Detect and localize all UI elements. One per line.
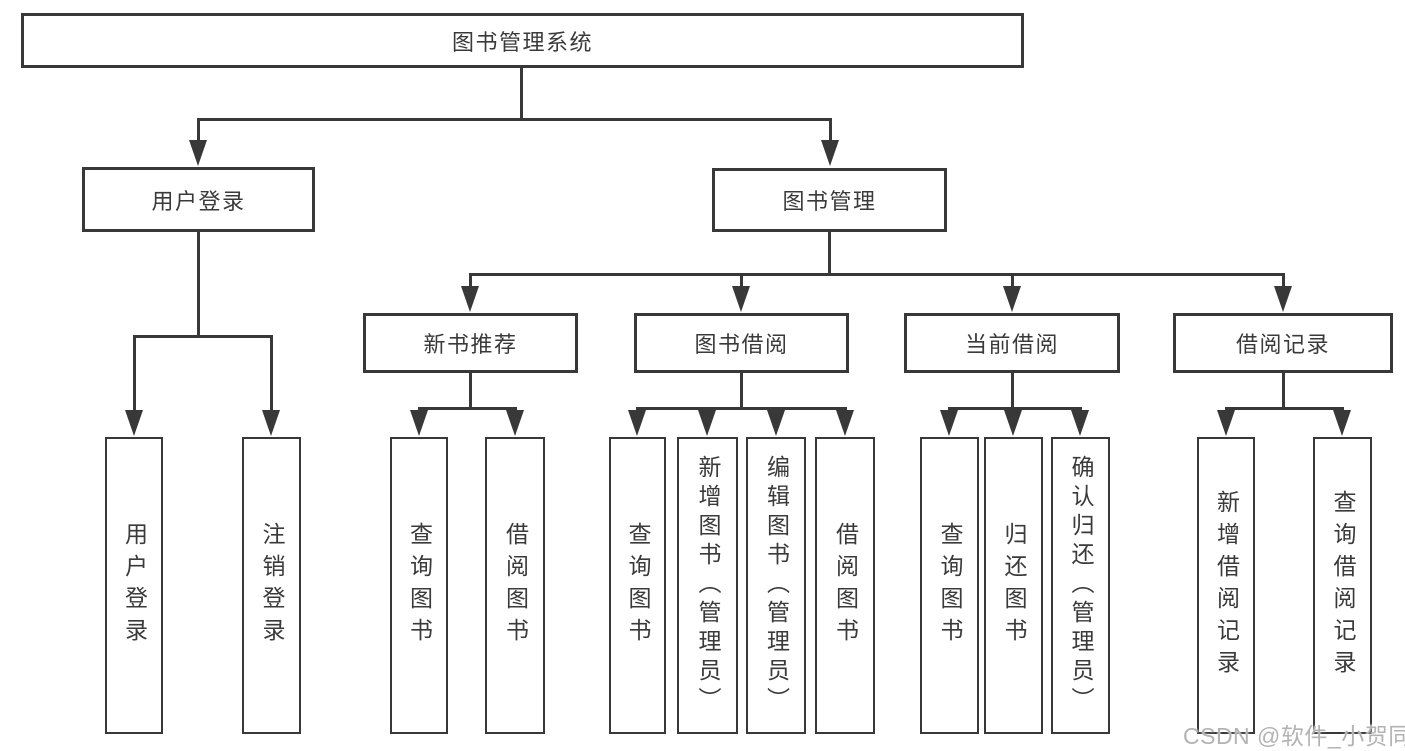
node-label-borrowing-records: 借阅记录: [1235, 332, 1330, 357]
connector-bar-current-borrowing: [947, 407, 1082, 410]
arrowhead-icon-new-book-recommend-1: [506, 410, 524, 436]
connector-drop-user-login-0: [132, 335, 136, 411]
connector-drop-root-0: [196, 118, 200, 141]
node-v-add-book-admin: 新增图书（管理员）: [677, 437, 738, 734]
arrowhead-icon-current-borrowing-0: [940, 410, 958, 436]
connector-drop-book-borrowing-1: [705, 407, 709, 411]
node-label-v-add-borrow-record: 新增借阅记录: [1213, 489, 1240, 682]
node-root: 图书管理系统: [21, 13, 1024, 68]
node-label-current-borrowing: 当前借阅: [964, 332, 1059, 357]
connector-stem-root: [519, 68, 523, 121]
arrowhead-icon-root-0: [189, 140, 207, 166]
node-user-login: 用户登录: [82, 167, 315, 232]
arrowhead-icon-user-login-0: [125, 410, 143, 436]
node-label-book-borrowing: 图书借阅: [694, 332, 789, 357]
node-v-add-borrow-record: 新增借阅记录: [1197, 437, 1255, 734]
connector-drop-current-borrowing-1: [1011, 407, 1015, 411]
connector-drop-root-1: [828, 118, 832, 141]
node-new-book-recommend: 新书推荐: [363, 313, 578, 373]
arrowhead-icon-book-management-1: [732, 286, 750, 312]
node-v-return-book: 归还图书: [984, 437, 1043, 734]
arrowhead-icon-book-borrowing-3: [836, 410, 854, 436]
connector-drop-borrowing-records-0: [1224, 407, 1228, 411]
arrowhead-icon-book-management-0: [461, 286, 479, 312]
connector-bar-root: [196, 118, 832, 121]
arrowhead-icon-book-borrowing-1: [698, 410, 716, 436]
node-book-borrowing: 图书借阅: [634, 313, 849, 373]
node-label-v-add-book-admin: 新增图书（管理员）: [695, 455, 721, 716]
node-label-root: 图书管理系统: [451, 29, 593, 55]
connector-stem-user-login: [196, 232, 200, 338]
node-v-borrow-book: 借阅图书: [815, 437, 875, 734]
connector-bar-new-book-recommend: [417, 407, 517, 410]
arrowhead-icon-current-borrowing-1: [1004, 410, 1022, 436]
node-label-new-book-recommend: 新书推荐: [423, 332, 518, 357]
node-label-v-query-book-current: 查询图书: [937, 521, 963, 650]
arrowhead-icon-user-login-1: [262, 410, 280, 436]
arrowhead-icon-new-book-recommend-0: [410, 410, 428, 436]
node-v-confirm-return-admin: 确认归还（管理员）: [1051, 437, 1110, 734]
node-v-logout: 注销登录: [242, 437, 301, 734]
connector-drop-user-login-1: [269, 335, 273, 411]
arrowhead-icon-borrowing-records-1: [1333, 410, 1351, 436]
node-v-query-book-borrow: 查询图书: [609, 437, 666, 734]
node-label-v-query-book-borrow: 查询图书: [625, 521, 651, 650]
connector-drop-new-book-recommend-1: [513, 407, 517, 411]
connector-drop-book-borrowing-2: [774, 407, 778, 411]
connector-stem-book-management: [827, 232, 831, 276]
node-current-borrowing: 当前借阅: [904, 313, 1120, 373]
connector-bar-book-management: [468, 273, 1285, 276]
node-borrowing-records: 借阅记录: [1173, 313, 1393, 373]
connector-drop-current-borrowing-2: [1078, 407, 1082, 411]
arrowhead-icon-book-management-2: [1003, 286, 1021, 312]
node-label-v-borrow-book-recommend: 借阅图书: [502, 521, 529, 650]
connector-stem-current-borrowing: [1010, 373, 1014, 410]
connector-drop-new-book-recommend-0: [417, 407, 421, 411]
connector-stem-borrowing-records: [1281, 373, 1285, 410]
node-label-v-borrow-book: 借阅图书: [832, 521, 859, 650]
node-label-v-query-borrow-record: 查询借阅记录: [1330, 489, 1356, 682]
connector-drop-book-management-3: [1281, 273, 1285, 287]
csdn-watermark: CSDN @软件_小贺同学: [1183, 723, 1405, 749]
node-label-v-logout: 注销登录: [259, 521, 285, 650]
connector-bar-book-borrowing: [635, 407, 847, 410]
connector-drop-book-borrowing-0: [635, 407, 639, 411]
node-v-user-login: 用户登录: [105, 437, 163, 734]
connector-drop-book-borrowing-3: [843, 407, 847, 411]
connector-drop-current-borrowing-0: [947, 407, 951, 411]
node-v-query-borrow-record: 查询借阅记录: [1313, 437, 1372, 734]
node-label-v-edit-book-admin: 编辑图书（管理员）: [763, 455, 790, 716]
node-v-borrow-book-recommend: 借阅图书: [485, 437, 545, 734]
node-v-query-book-recommend: 查询图书: [390, 437, 448, 734]
connector-stem-book-borrowing: [739, 373, 743, 410]
node-label-v-return-book: 归还图书: [1001, 521, 1027, 650]
arrowhead-icon-root-1: [821, 140, 839, 166]
arrowhead-icon-book-management-3: [1274, 286, 1292, 312]
node-v-edit-book-admin: 编辑图书（管理员）: [746, 437, 806, 734]
connector-bar-borrowing-records: [1224, 407, 1344, 410]
arrowhead-icon-book-borrowing-2: [767, 410, 785, 436]
connector-drop-book-management-0: [468, 273, 472, 287]
node-label-v-query-book-recommend: 查询图书: [406, 521, 433, 650]
arrowhead-icon-book-borrowing-0: [628, 410, 646, 436]
connector-stem-new-book-recommend: [468, 373, 472, 410]
node-book-management: 图书管理: [712, 168, 947, 232]
connector-drop-book-management-1: [739, 273, 743, 287]
node-v-query-book-current: 查询图书: [920, 437, 979, 734]
connector-drop-book-management-2: [1010, 273, 1014, 287]
connector-bar-user-login: [132, 335, 273, 338]
node-label-user-login: 用户登录: [151, 188, 246, 214]
connector-drop-borrowing-records-1: [1340, 407, 1344, 411]
arrowhead-icon-borrowing-records-0: [1217, 410, 1235, 436]
node-label-v-confirm-return-admin: 确认归还（管理员）: [1068, 455, 1094, 716]
node-label-book-management: 图书管理: [782, 189, 877, 214]
node-label-v-user-login: 用户登录: [121, 521, 148, 650]
arrowhead-icon-current-borrowing-2: [1071, 410, 1089, 436]
